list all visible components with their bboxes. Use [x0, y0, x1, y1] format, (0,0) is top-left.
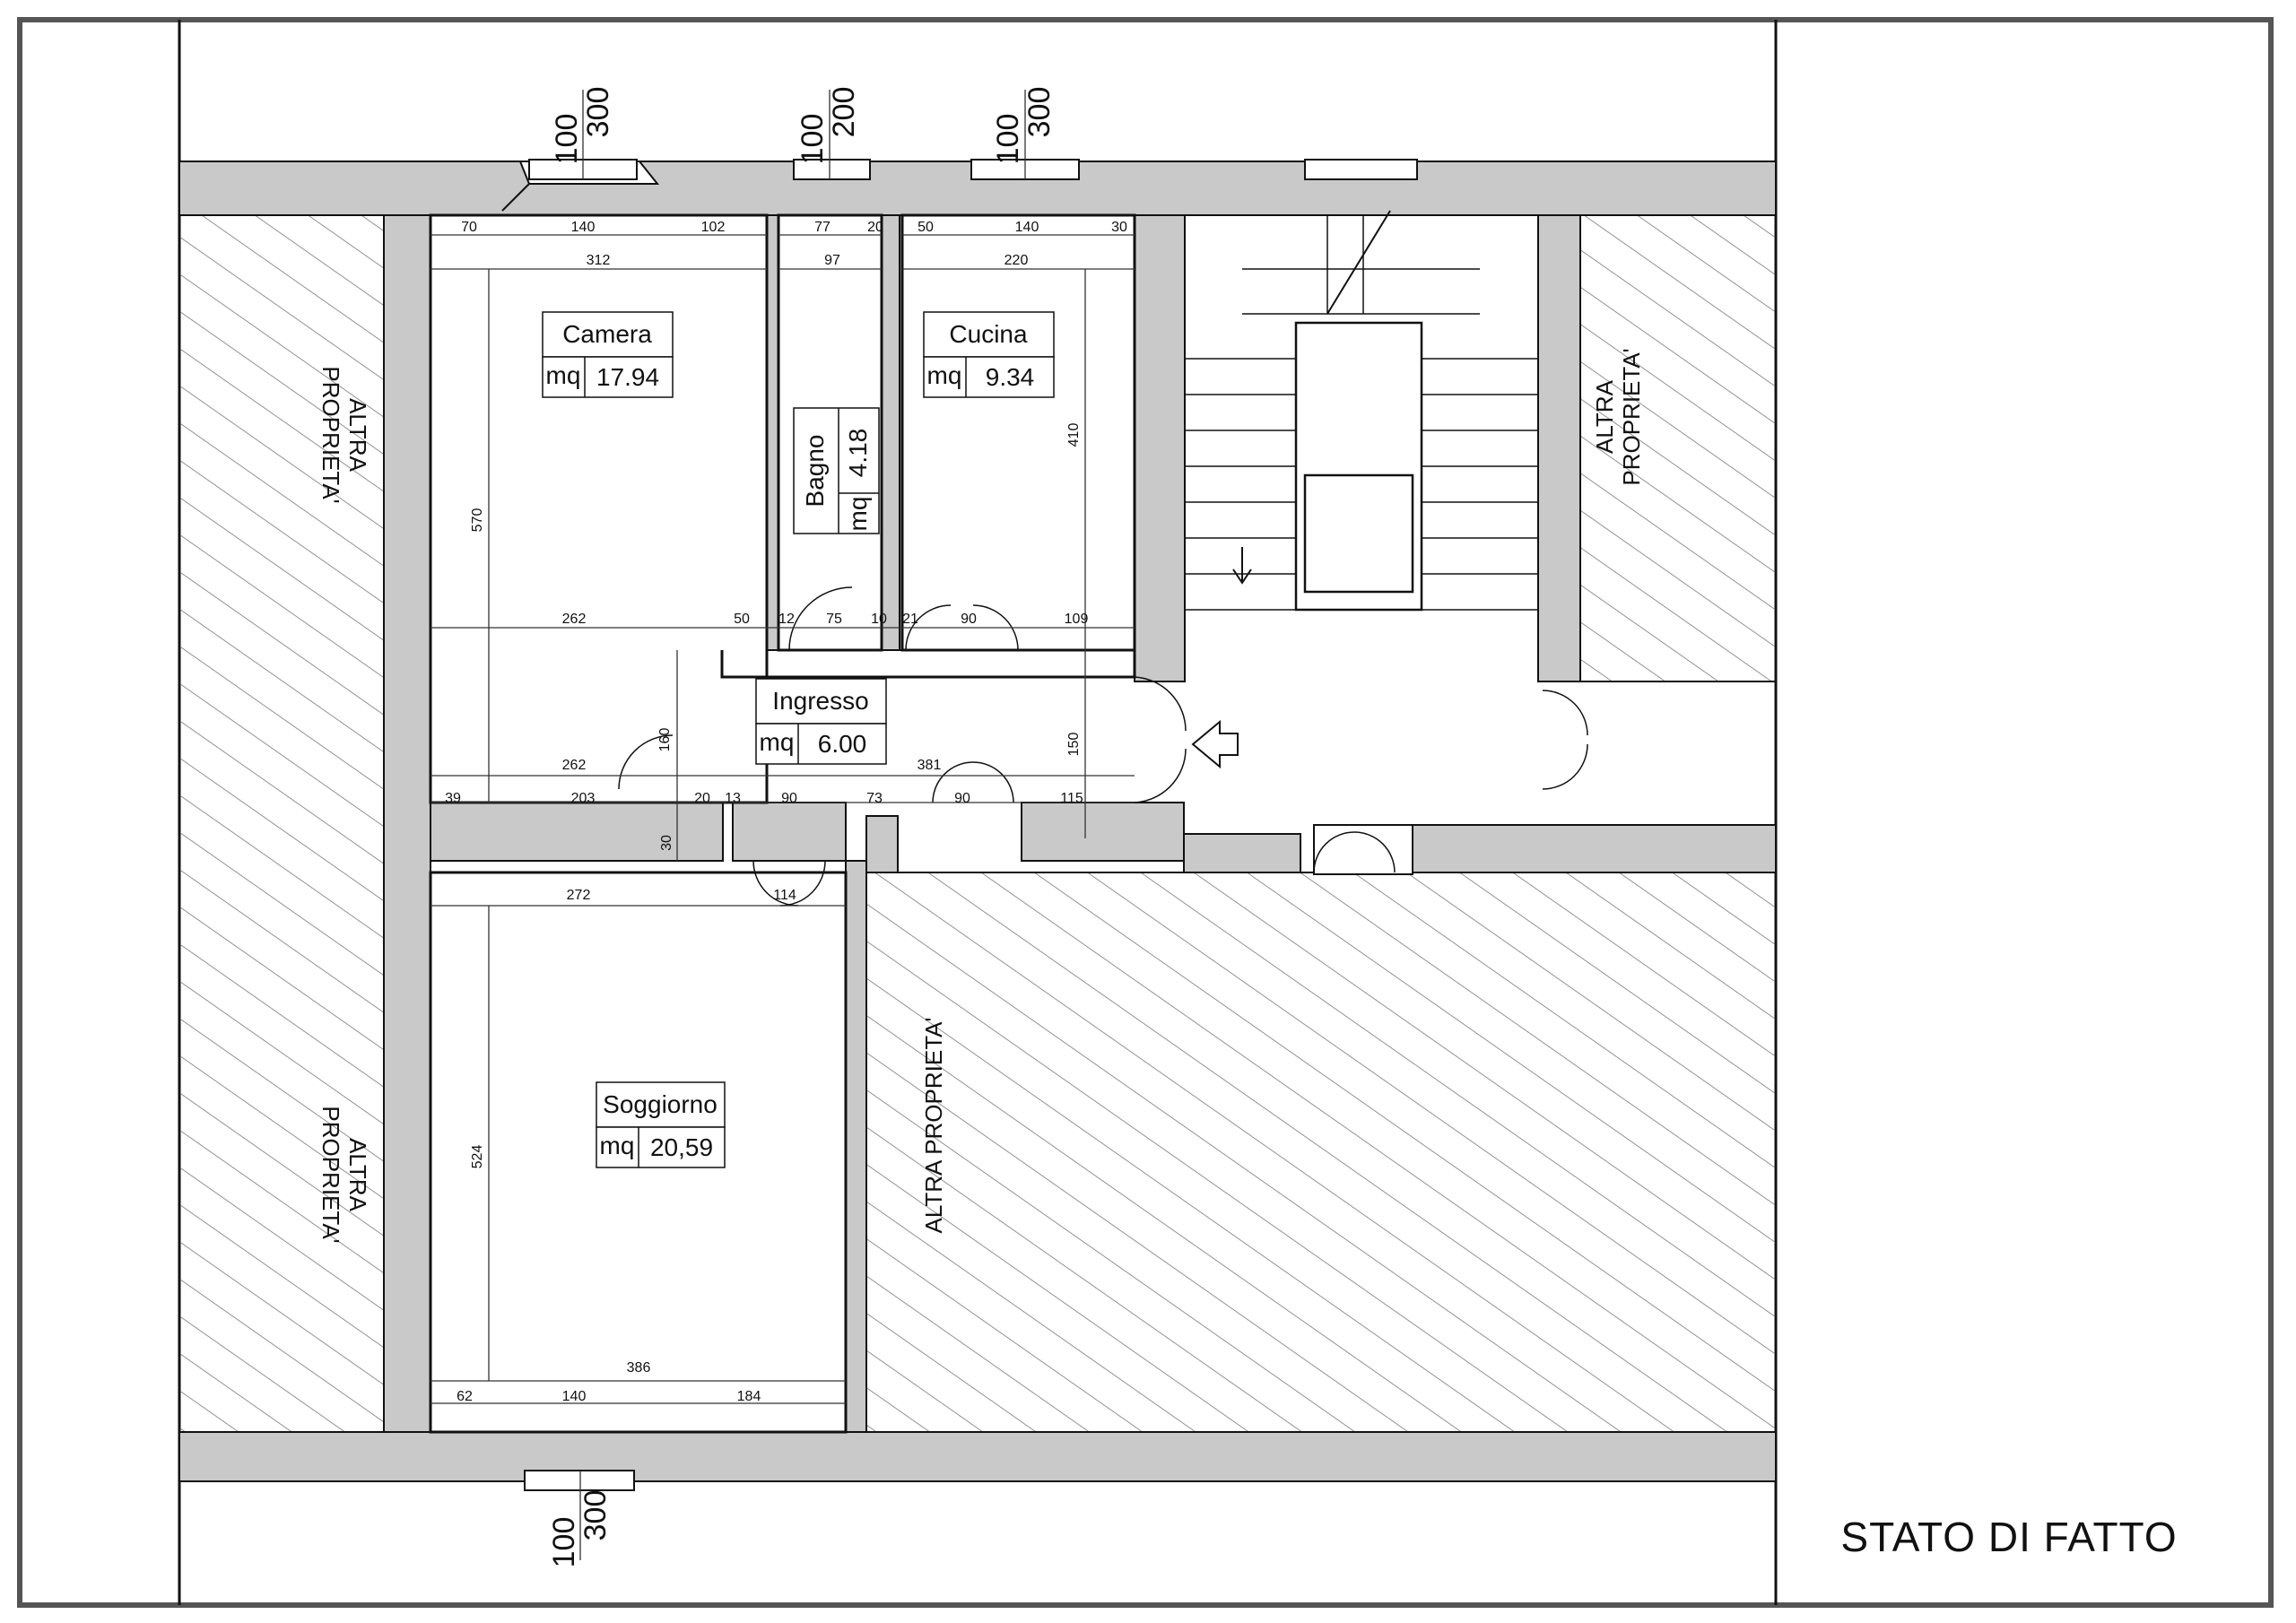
other-property-left-bottom-line2: PROPRIETA'	[317, 1106, 344, 1243]
dim-top-camera-3: 102	[701, 220, 726, 235]
window-niches	[501, 159, 1418, 1491]
window-soggiorno-sill: 100	[547, 1517, 581, 1568]
dim-soggiorno-width: 386	[627, 1360, 651, 1376]
room-name-cucina: Cucina	[949, 320, 1028, 348]
staircase	[1184, 210, 1539, 612]
dim-ingresso-height: 160	[657, 728, 673, 752]
dim-top-cucina-2: 140	[1015, 220, 1039, 235]
dim-top-bagno-total: 97	[824, 253, 840, 268]
dim-mid-1: 262	[562, 612, 587, 627]
dim-mid-4: 75	[826, 612, 842, 627]
room-label-camera: Camera mq 17.94	[542, 311, 674, 398]
dim-lower-1: 262	[562, 758, 587, 773]
dim-top-cucina-1: 50	[918, 220, 934, 235]
entrance-arrow-icon	[1191, 719, 1239, 769]
dim-top-cucina-total: 220	[1004, 253, 1029, 268]
other-property-center-label: ALTRA PROPRIETA'	[920, 1018, 947, 1234]
dim-bottom-3: 20	[694, 791, 710, 806]
dim-top-bagno-1: 77	[814, 220, 831, 235]
dim-bottom-1: 39	[445, 791, 461, 806]
room-name-camera: Camera	[562, 320, 652, 348]
dim-bottom-7: 90	[954, 791, 970, 806]
dim-bottom-5: 90	[781, 791, 797, 806]
room-area-ingresso: 6.00	[818, 730, 867, 758]
other-property-right-line2: PROPRIETA'	[1618, 348, 1645, 485]
dim-mid-3: 12	[778, 612, 795, 627]
window-camera-sill: 100	[550, 114, 584, 165]
dim-soggiorno-height: 524	[470, 1145, 485, 1169]
room-name-soggiorno: Soggiorno	[603, 1090, 718, 1118]
dim-mid-6: 21	[902, 612, 918, 627]
window-bagno-sill: 100	[796, 114, 830, 165]
area-unit-cucina: mq	[927, 361, 962, 389]
dim-top-camera-total: 312	[587, 253, 611, 268]
dim-bottom-8: 115	[1060, 791, 1083, 806]
dim-top-bagno-2: 20	[867, 220, 883, 235]
dim-bottom-4: 13	[725, 791, 741, 806]
room-outlines	[429, 213, 1136, 1434]
window-soggiorno-height: 300	[578, 1490, 613, 1541]
window-cucina-height: 300	[1022, 87, 1057, 138]
doors	[618, 586, 1588, 907]
drawing-title: STATO DI FATTO	[1840, 1514, 2177, 1560]
room-label-soggiorno: Soggiorno mq 20,59	[596, 1081, 726, 1168]
area-unit-ingresso: mq	[760, 728, 795, 756]
dim-top-camera-2: 140	[571, 220, 596, 235]
dimension-lines	[430, 90, 1135, 1560]
other-property-left-bottom-line1: ALTRA	[344, 1138, 371, 1212]
room-name-ingresso: Ingresso	[772, 687, 868, 715]
dim-bottom-2: 203	[571, 791, 596, 806]
dim-mid-2: 50	[734, 612, 750, 627]
area-unit-soggiorno: mq	[600, 1132, 635, 1159]
dim-soggiorno-bottom-1: 62	[457, 1389, 473, 1404]
dim-mid-5: 10	[871, 612, 887, 627]
room-area-bagno: 4.18	[844, 429, 872, 478]
other-property-left-top-line1: ALTRA	[344, 398, 371, 473]
room-area-cucina: 9.34	[986, 363, 1035, 391]
room-label-ingresso: Ingresso mq 6.00	[755, 678, 887, 765]
dim-mid-7: 90	[961, 612, 977, 627]
dim-soggiorno-bottom-3: 184	[737, 1389, 761, 1404]
dim-cucina-height: 410	[1066, 423, 1082, 447]
room-label-cucina: Cucina mq 9.34	[923, 311, 1055, 398]
area-unit-bagno: mq	[844, 497, 872, 532]
window-cucina-sill: 100	[991, 114, 1025, 165]
dim-top-camera-1: 70	[461, 220, 477, 235]
room-area-camera: 17.94	[596, 363, 659, 391]
dim-lower-2: 381	[918, 758, 942, 773]
dim-soggiorno-top-2: 114	[773, 888, 796, 903]
dim-bottom-6: 73	[866, 791, 883, 806]
other-property-labels: ALTRA PROPRIETA' ALTRA PROPRIETA' ALTRA …	[317, 348, 1645, 1243]
window-labels: 100 300 100 200 100 300 100 300	[547, 87, 1057, 1568]
other-property-areas	[178, 214, 1777, 1433]
dim-soggiorno-top-1: 272	[567, 888, 591, 903]
dim-wall-thickness: 30	[659, 835, 674, 851]
dimension-labels: 70 140 102 312 77 20 97 50 140 30 220 57…	[445, 220, 1127, 1404]
window-camera-height: 300	[581, 87, 615, 138]
area-unit-camera: mq	[546, 361, 581, 389]
dim-stair-door: 150	[1066, 733, 1082, 757]
dim-camera-height: 570	[470, 508, 485, 533]
room-area-soggiorno: 20,59	[650, 1133, 713, 1161]
other-property-right-line1: ALTRA	[1591, 379, 1618, 454]
dim-soggiorno-bottom-2: 140	[562, 1389, 587, 1404]
dim-top-cucina-3: 30	[1111, 220, 1127, 235]
window-bagno-height: 200	[827, 87, 861, 138]
room-label-bagno: Bagno 4.18 mq	[793, 407, 880, 534]
dim-mid-8: 109	[1065, 612, 1089, 627]
sheet-border	[17, 17, 2274, 1608]
other-property-left-top-line2: PROPRIETA'	[317, 366, 344, 503]
room-name-bagno: Bagno	[801, 435, 829, 508]
